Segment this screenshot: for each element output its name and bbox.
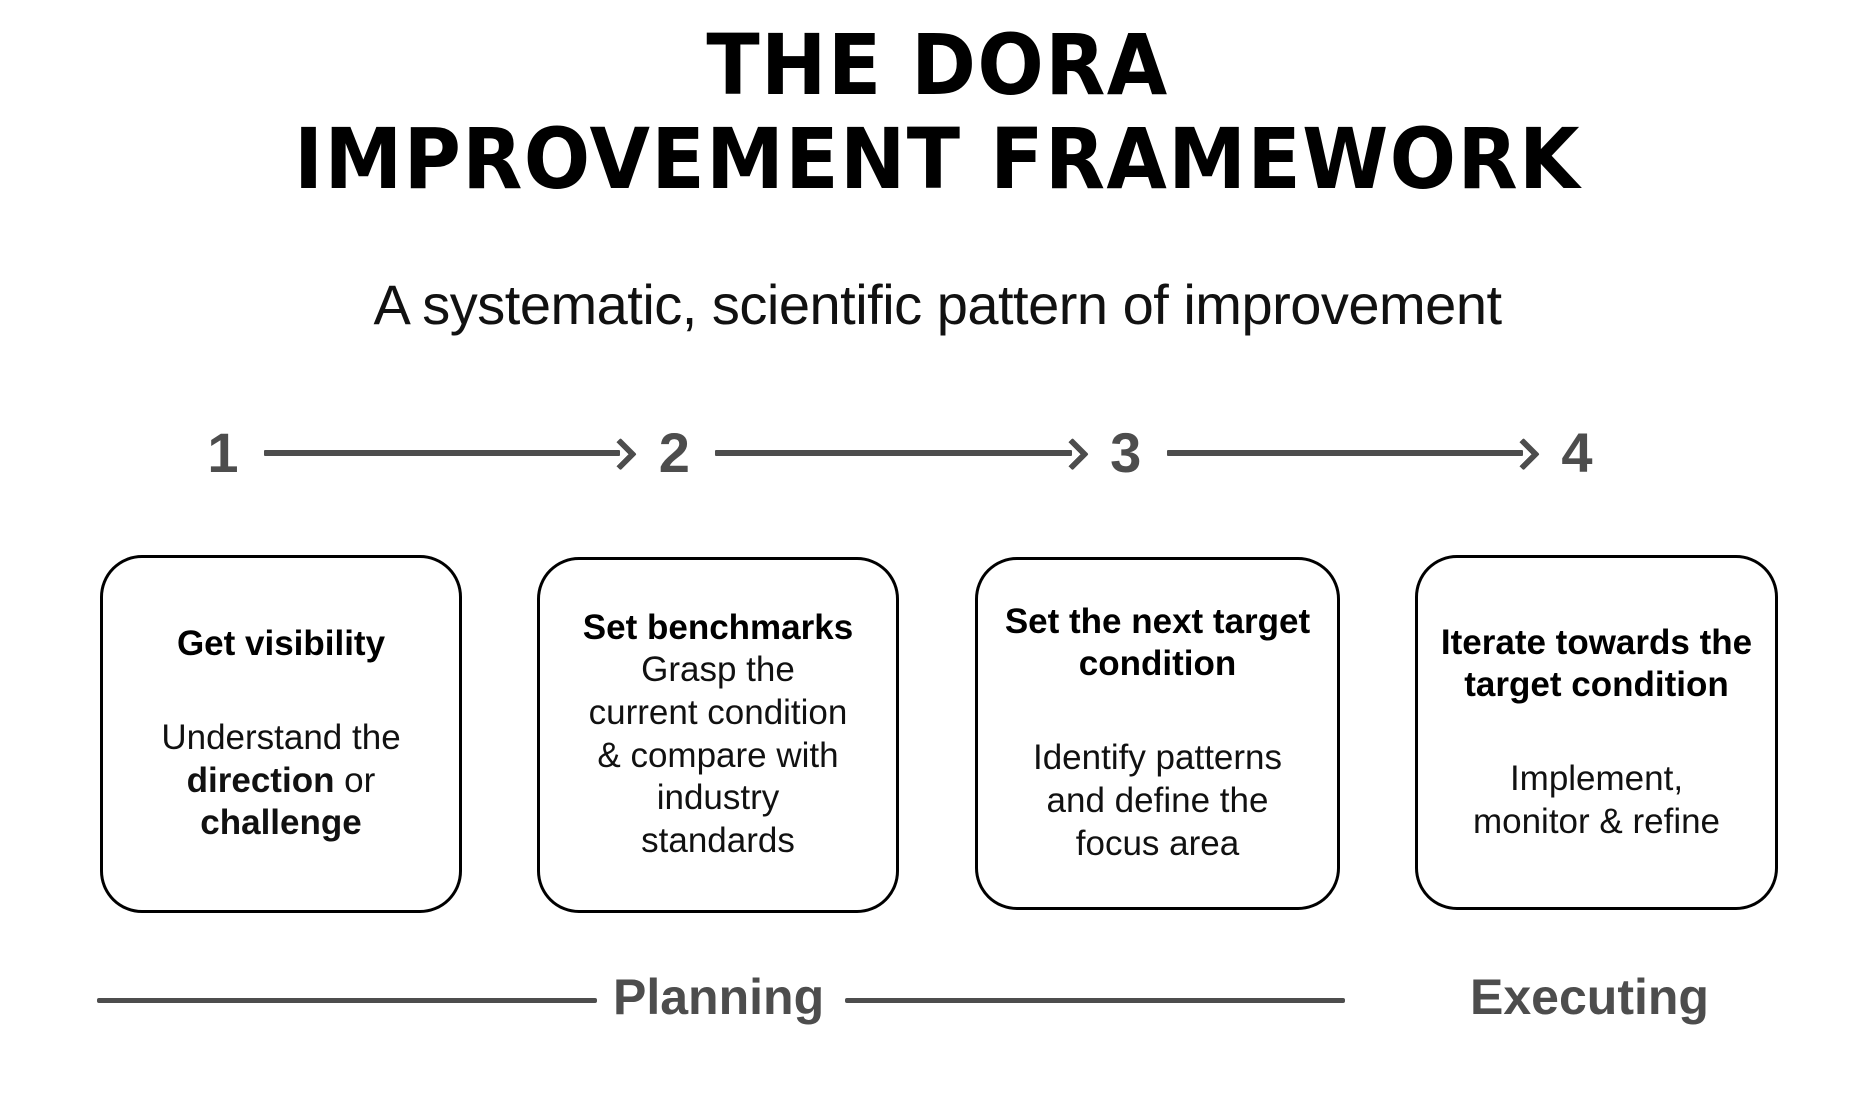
page-subtitle: A systematic, scientific pattern of impr… bbox=[373, 273, 1502, 336]
title-line-1: THE DORA bbox=[706, 16, 1169, 114]
arrow-right-icon-1 bbox=[264, 437, 638, 470]
arrow-shaft bbox=[264, 450, 621, 456]
body-emphasis: challenge bbox=[200, 803, 362, 843]
body-line: monitor & refine bbox=[1472, 801, 1721, 841]
arrow-shaft bbox=[715, 450, 1072, 456]
arrow-head bbox=[1507, 437, 1540, 470]
body-line: standards bbox=[641, 821, 795, 861]
body-line: Understand the bbox=[161, 717, 401, 757]
step-card-1-body: Understand the direction or challenge bbox=[161, 717, 401, 843]
phase-rule-left bbox=[97, 998, 597, 1003]
step-card-4-heading: Iterate towards the target condition bbox=[1440, 622, 1753, 704]
body-line: industry bbox=[656, 778, 780, 818]
body-line: focus area bbox=[1075, 823, 1240, 863]
arrow-shaft bbox=[1166, 450, 1523, 456]
arrow-head bbox=[1055, 437, 1089, 470]
step-number-1: 1 bbox=[207, 421, 239, 484]
step-card-3-heading: Set the next target condition bbox=[1004, 602, 1311, 684]
body-line: & compare with bbox=[597, 735, 839, 775]
step-sequence: 1 2 3 4 bbox=[200, 418, 1600, 488]
arrow-head bbox=[604, 437, 638, 470]
title-line-2: IMPROVEMENT FRAMEWORK bbox=[294, 110, 1581, 209]
step-card-3: Set the next target condition Identify p… bbox=[975, 557, 1340, 910]
arrow-right-icon-2 bbox=[715, 437, 1089, 470]
step-card-3-body: Identify patterns and define the focus a… bbox=[1033, 737, 1282, 865]
body-line: Grasp the bbox=[641, 650, 795, 690]
phase-rule-right bbox=[845, 998, 1345, 1003]
step-card-2-body: Grasp the current condition & compare wi… bbox=[589, 649, 848, 862]
body-line: Identify patterns bbox=[1032, 738, 1283, 778]
phase-label-planning: Planning bbox=[613, 969, 825, 1025]
step-card-2-heading: Set benchmarks bbox=[582, 608, 854, 648]
step-card-4-body: Implement, monitor & refine bbox=[1473, 758, 1720, 843]
page-title: THE DORA IMPROVEMENT FRAMEWORK bbox=[0, 18, 1875, 206]
step-card-1-heading: Get visibility bbox=[176, 623, 386, 663]
step-card-4: Iterate towards the target condition Imp… bbox=[1415, 555, 1778, 910]
body-line: Implement, bbox=[1509, 758, 1684, 798]
body-line: and define the bbox=[1046, 781, 1269, 821]
step-number-4: 4 bbox=[1561, 421, 1593, 484]
step-number-3: 3 bbox=[1110, 421, 1142, 484]
step-card-1: Get visibility Understand the direction … bbox=[100, 555, 462, 913]
body-emphasis: direction bbox=[186, 760, 335, 800]
phase-bar: Planning Executing bbox=[0, 972, 1875, 1052]
arrow-right-icon-3 bbox=[1166, 437, 1540, 470]
phase-label-executing: Executing bbox=[1470, 969, 1709, 1025]
step-card-2: Set benchmarks Grasp the current conditi… bbox=[537, 557, 899, 913]
step-number-2: 2 bbox=[658, 421, 690, 484]
body-line: current condition bbox=[588, 692, 848, 732]
